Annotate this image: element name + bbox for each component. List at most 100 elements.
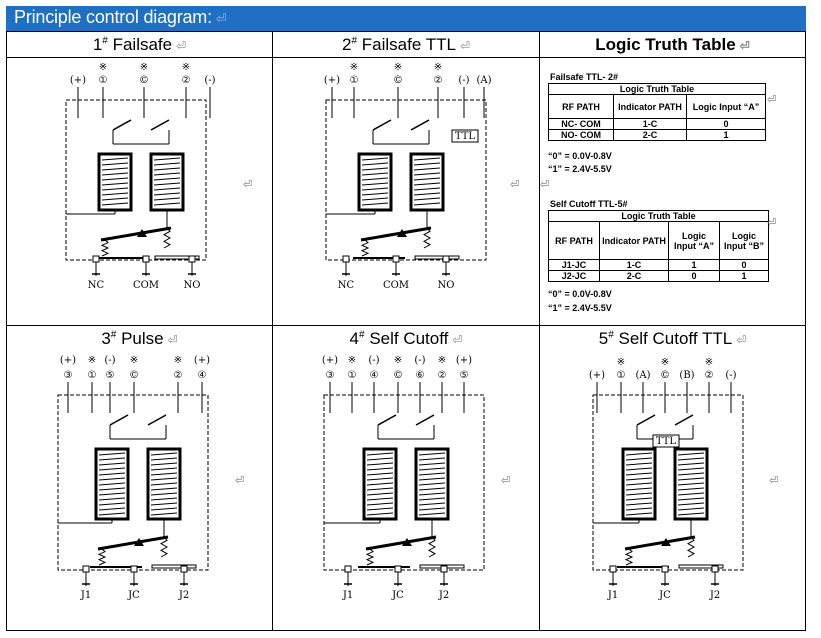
terminal-label: ④ <box>370 370 379 381</box>
coil-winding <box>153 177 181 181</box>
terminal-label: (A) <box>476 75 491 86</box>
coil-winding <box>153 202 181 206</box>
contact-plate <box>414 255 460 260</box>
output-connector-icon <box>440 565 448 573</box>
coil-winding <box>677 497 705 501</box>
ttl-box-label: TTL <box>455 131 476 142</box>
truth-table-self-cutoff-ttl: Logic Truth Table RF PATH Indicator PATH… <box>548 210 769 282</box>
terminal-label: ⑥ <box>416 370 425 381</box>
spring-icon <box>427 536 437 558</box>
pivot-icon <box>661 538 671 546</box>
output-label: J2 <box>709 590 720 601</box>
coil-winding <box>413 192 441 196</box>
contact-plate <box>151 564 197 569</box>
coil-winding <box>101 172 129 176</box>
table2-def-1: “1” = 2.4V-5.5V <box>548 303 612 313</box>
coil-winding <box>150 472 178 476</box>
coil-winding <box>418 482 446 486</box>
coil-winding <box>361 167 389 171</box>
coil-winding <box>361 157 389 161</box>
return-mark-icon: ⏎ <box>540 179 550 191</box>
table1-def-0: “0” = 0.0V-0.8V <box>548 151 612 161</box>
terminal-label: © <box>393 370 403 381</box>
terminal-label: ① <box>348 370 357 381</box>
terminal-label: © <box>660 370 670 381</box>
ttl-box <box>652 434 680 448</box>
coil-winding <box>413 162 441 166</box>
switch-arm <box>415 414 435 426</box>
output-label: J2 <box>178 590 189 601</box>
coil-winding <box>625 492 653 496</box>
coil-winding <box>677 472 705 476</box>
star-mark-icon: ※ <box>350 62 358 73</box>
coil-winding <box>413 187 441 191</box>
terminal-label: ③ <box>326 370 335 381</box>
coil-winding <box>98 507 126 511</box>
coil-winding <box>418 452 446 456</box>
coil-winding <box>413 172 441 176</box>
coil-winding <box>153 167 181 171</box>
switch-arm <box>150 119 170 131</box>
output-connector-icon <box>180 565 188 573</box>
terminal-sign-label: (-) <box>368 355 379 366</box>
coil-winding <box>677 477 705 481</box>
coil-winding <box>101 202 129 206</box>
coil-winding <box>366 462 394 466</box>
coil-winding <box>98 502 126 506</box>
coil-winding <box>625 502 653 506</box>
output-connector-icon <box>188 255 196 263</box>
coil-winding <box>366 497 394 501</box>
output-connector-icon <box>711 565 719 573</box>
truth-table-failsafe-ttl: Logic Truth Table RF PATH Indicator PATH… <box>548 83 766 141</box>
coil-winding <box>625 472 653 476</box>
cell-title-pulse: 3# Pulse⏎ <box>7 329 272 349</box>
paragraph-mark-icon: ⏎ <box>215 11 227 26</box>
output-connector-icon <box>142 255 150 263</box>
terminal-label: ⑤ <box>106 370 115 381</box>
coil-winding <box>101 182 129 186</box>
spring-icon <box>624 548 634 566</box>
coil-winding <box>150 467 178 471</box>
return-mark-icon: ⏎ <box>235 475 245 487</box>
terminal-label: ② <box>438 370 447 381</box>
terminal-label: ③ <box>64 370 73 381</box>
coil-winding <box>366 457 394 461</box>
coil-winding <box>361 202 389 206</box>
output-connector-icon <box>609 565 617 573</box>
header-bar: Principle control diagram:⏎ <box>6 6 806 31</box>
coil-winding <box>366 492 394 496</box>
spring-icon <box>97 548 107 566</box>
coil-winding <box>418 472 446 476</box>
terminal-sign-label: (-) <box>414 355 425 366</box>
terminal-sign-label: (-) <box>104 355 115 366</box>
output-label: NC <box>88 280 105 291</box>
terminal-label: ② <box>174 370 183 381</box>
return-mark-icon: ⏎ <box>767 217 777 229</box>
coil-winding <box>418 457 446 461</box>
coil-winding <box>677 482 705 486</box>
actuator-bar <box>365 535 437 551</box>
diagram-grid: 1# Failsafe⏎ 2# Failsafe TTL⏎ Logic Trut… <box>6 31 806 631</box>
table2-def-0: “0” = 0.0V-0.8V <box>548 289 612 299</box>
terminal-label: (-) <box>458 75 469 86</box>
coil-winding <box>677 457 705 461</box>
spring-icon <box>159 536 169 558</box>
table2-label: Self Cutoff TTL-5# <box>550 199 628 209</box>
coil-winding <box>361 162 389 166</box>
relay-coil <box>357 152 393 212</box>
terminal-sign-label: (+) <box>322 355 338 366</box>
output-connector-icon <box>344 565 352 573</box>
coil-winding <box>418 467 446 471</box>
output-connector-icon <box>661 565 669 573</box>
return-mark-icon: ⏎ <box>501 475 511 487</box>
spring-icon <box>422 227 432 249</box>
coil-winding <box>101 197 129 201</box>
switch-arm <box>674 414 694 426</box>
terminal-label: © <box>129 370 139 381</box>
coil-winding <box>366 507 394 511</box>
coil-winding <box>98 477 126 481</box>
coil-winding <box>677 512 705 516</box>
terminal-label: ① <box>617 370 626 381</box>
coil-winding <box>150 462 178 466</box>
